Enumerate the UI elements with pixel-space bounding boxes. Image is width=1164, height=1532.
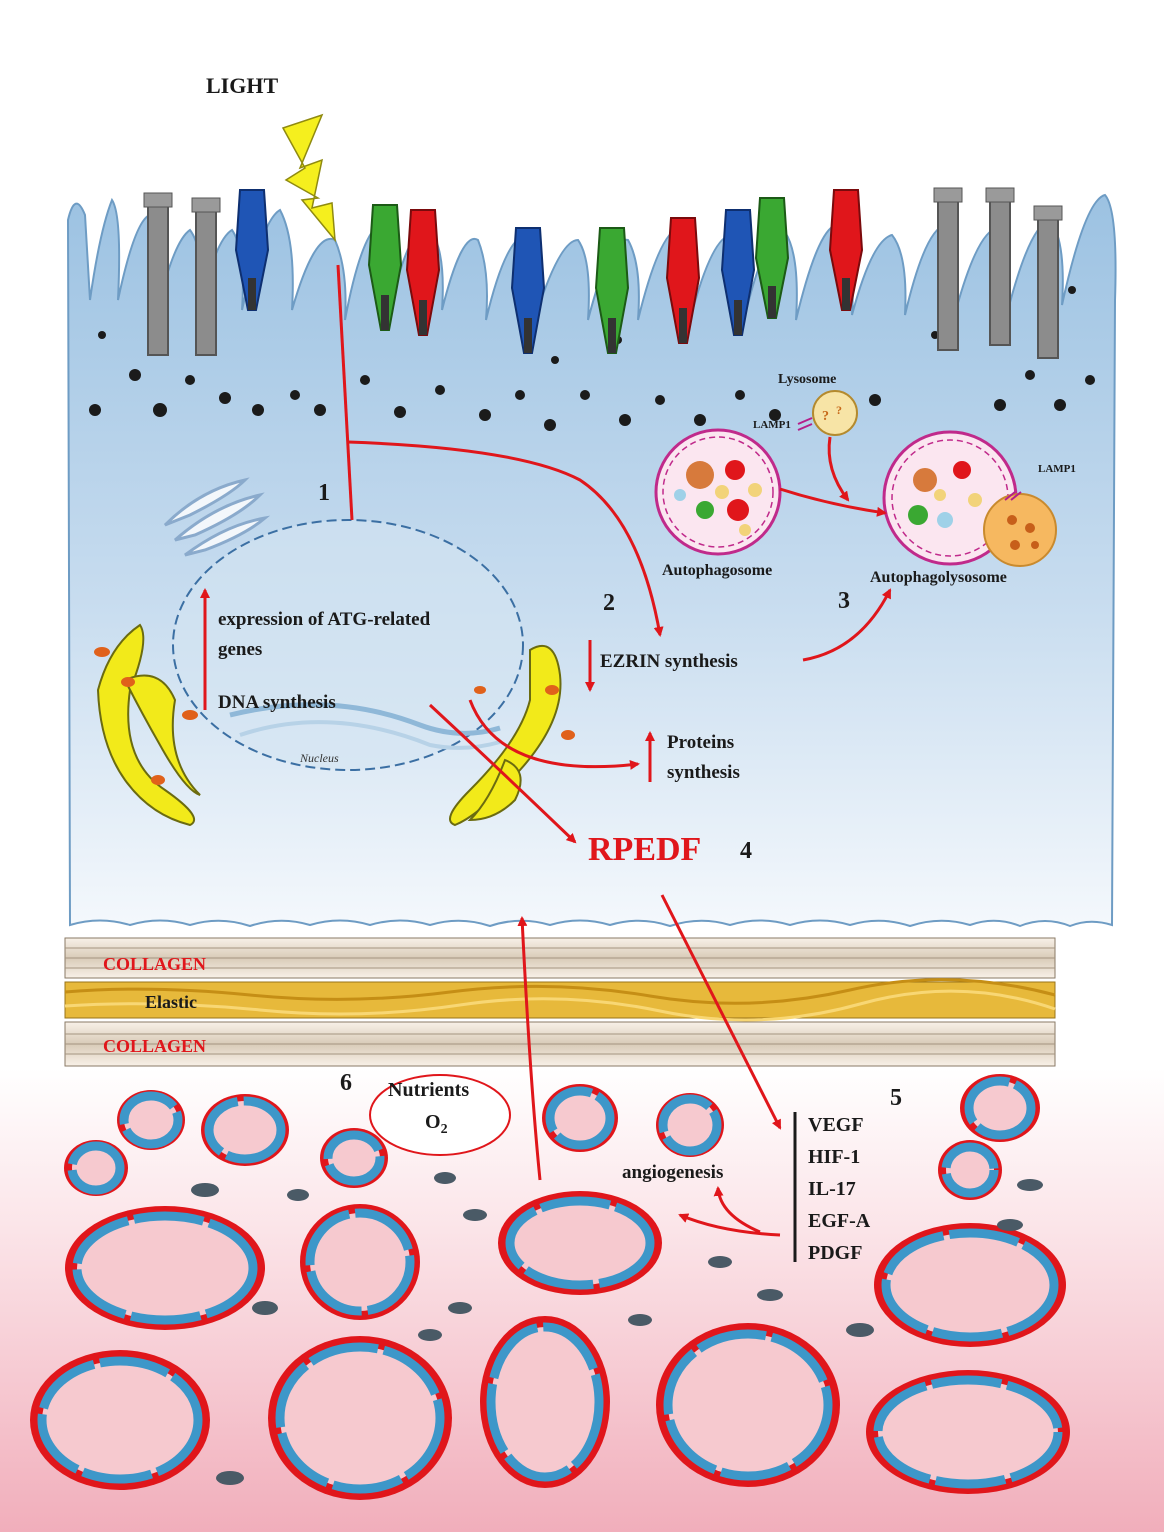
vessel bbox=[960, 1074, 1040, 1142]
factor-egfa: EGF-A bbox=[808, 1210, 871, 1232]
autophagosome bbox=[656, 430, 780, 554]
svg-text:?: ? bbox=[836, 403, 842, 417]
rod-left-1 bbox=[144, 193, 172, 355]
factor-vegf: VEGF bbox=[808, 1114, 864, 1136]
collagen-bottom-label: COLLAGEN bbox=[103, 1036, 206, 1056]
vessel bbox=[201, 1094, 289, 1166]
collagen-top-label: COLLAGEN bbox=[103, 954, 206, 974]
step-5-label: 5 bbox=[890, 1085, 902, 1111]
light-label: LIGHT bbox=[206, 73, 278, 98]
autophagolysosome-label: Autophagolysosome bbox=[870, 569, 1007, 586]
vessel bbox=[64, 1140, 128, 1196]
bruchs-membrane bbox=[65, 938, 1055, 1066]
lysosome-label: Lysosome bbox=[778, 372, 836, 387]
rod-right-3 bbox=[1034, 206, 1062, 358]
svg-text:?: ? bbox=[822, 409, 829, 424]
proteins-label-line1: Proteins bbox=[667, 732, 734, 753]
step-4-label: 4 bbox=[740, 838, 752, 864]
elastic-label: Elastic bbox=[145, 992, 197, 1012]
factor-pdgf: PDGF bbox=[808, 1242, 862, 1264]
vessel bbox=[65, 1206, 265, 1330]
vessel bbox=[866, 1370, 1070, 1494]
dna-synthesis-label: DNA synthesis bbox=[218, 692, 336, 713]
vessel bbox=[117, 1090, 185, 1150]
step-6-label: 6 bbox=[340, 1070, 352, 1096]
vessel bbox=[874, 1223, 1066, 1347]
vessel bbox=[938, 1140, 1002, 1200]
step-3-label: 3 bbox=[838, 588, 850, 614]
oxygen-subscript: 2 bbox=[441, 1122, 448, 1137]
vessel bbox=[300, 1204, 420, 1320]
atg-label-line1: expression of ATG-related bbox=[218, 609, 431, 630]
nucleus-label: Nucleus bbox=[299, 751, 339, 765]
autophagosome-label: Autophagosome bbox=[662, 562, 772, 579]
lightning-bolt-icon bbox=[283, 115, 335, 240]
proteins-label-line2: synthesis bbox=[667, 762, 740, 783]
nutrients-label: Nutrients bbox=[388, 1079, 469, 1101]
rpedf-label: RPEDF bbox=[588, 831, 701, 868]
rod-right-1 bbox=[934, 188, 962, 350]
lamp1-label-right: LAMP1 bbox=[1038, 463, 1076, 475]
oxygen-symbol: O bbox=[425, 1111, 441, 1133]
ezrin-label: EZRIN synthesis bbox=[600, 651, 738, 672]
rod-left-2 bbox=[192, 198, 220, 355]
atg-label-line2: genes bbox=[218, 639, 262, 660]
vessel bbox=[30, 1350, 210, 1490]
vessel bbox=[656, 1323, 840, 1487]
lamp1-label-left: LAMP1 bbox=[753, 419, 791, 431]
vessel bbox=[320, 1128, 388, 1188]
vessel bbox=[542, 1084, 618, 1152]
factor-hif1: HIF-1 bbox=[808, 1146, 860, 1168]
vessel bbox=[480, 1316, 610, 1488]
vessel bbox=[498, 1191, 662, 1295]
step-1-label: 1 bbox=[318, 480, 330, 506]
vessel bbox=[268, 1336, 452, 1500]
step-2-label: 2 bbox=[603, 590, 615, 616]
factor-il17: IL-17 bbox=[808, 1178, 856, 1200]
rod-right-2 bbox=[986, 188, 1014, 345]
angiogenesis-label: angiogenesis bbox=[622, 1162, 723, 1183]
vessel bbox=[656, 1093, 724, 1157]
